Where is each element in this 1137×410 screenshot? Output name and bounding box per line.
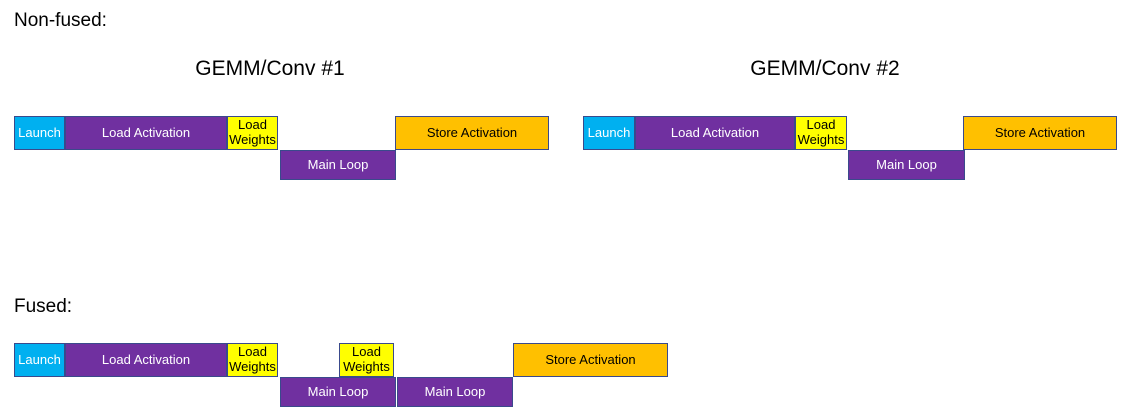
group-title-gemm-conv-2: GEMM/Conv #2: [750, 57, 900, 80]
bar-load-activation: Load Activation: [65, 116, 227, 150]
bar-load-weights: Load Weights: [339, 343, 394, 377]
bar-main-loop: Main Loop: [848, 150, 965, 180]
bar-store-activation: Store Activation: [963, 116, 1117, 150]
bar-main-loop: Main Loop: [280, 150, 396, 180]
section-label-fused: Fused:: [14, 296, 73, 317]
bar-store-activation: Store Activation: [513, 343, 668, 377]
bar-load-activation: Load Activation: [65, 343, 227, 377]
bar-launch: Launch: [14, 116, 65, 150]
bar-main-loop: Main Loop: [397, 377, 513, 407]
bar-load-activation: Load Activation: [635, 116, 795, 150]
bar-main-loop: Main Loop: [280, 377, 396, 407]
bar-load-weights: Load Weights: [795, 116, 847, 150]
group-title-gemm-conv-1: GEMM/Conv #1: [195, 57, 345, 80]
bar-load-weights: Load Weights: [227, 116, 278, 150]
bar-load-weights: Load Weights: [227, 343, 278, 377]
section-label-non-fused: Non-fused:: [14, 10, 107, 31]
bar-launch: Launch: [583, 116, 635, 150]
bar-launch: Launch: [14, 343, 65, 377]
bar-store-activation: Store Activation: [395, 116, 549, 150]
